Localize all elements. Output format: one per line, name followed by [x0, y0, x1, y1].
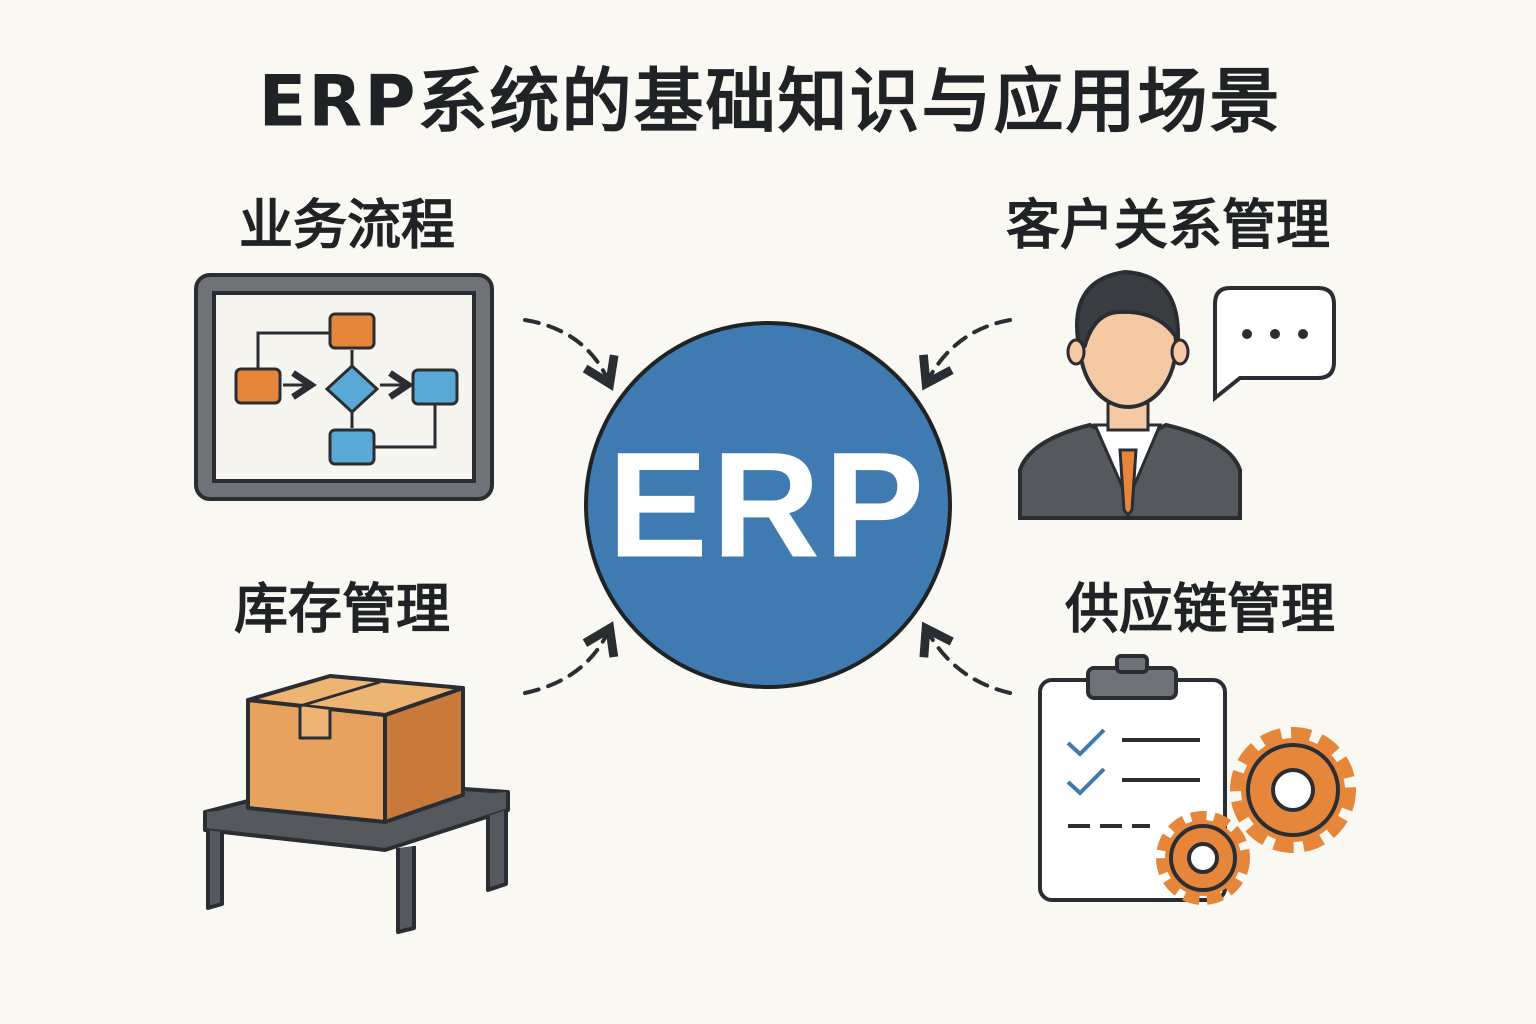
erp-circle [584, 321, 952, 689]
arrow-crm [919, 318, 1012, 391]
module-label-inventory: 库存管理 [234, 577, 450, 641]
businessman-chat-icon [1018, 269, 1336, 520]
gear-icon-small [1156, 811, 1250, 905]
checkmark-icon [1066, 728, 1106, 757]
checkmark-icon [1066, 767, 1106, 796]
connector-arrows [523, 318, 1012, 695]
arrow-inventory [523, 621, 619, 695]
erp-center-label: ERP [607, 420, 929, 589]
gear-icon-large [1230, 727, 1356, 853]
module-label-business-process: 业务流程 [239, 193, 455, 257]
flowchart-icon [194, 273, 494, 501]
speech-bubble-icon [1213, 286, 1336, 403]
arrow-supply-chain [919, 621, 1012, 695]
box-on-shelf-icon [203, 674, 510, 934]
clipboard-gears-icon [1038, 654, 1356, 905]
module-label-supply-chain: 供应链管理 [1065, 577, 1335, 641]
module-label-crm: 客户关系管理 [1006, 193, 1330, 257]
page-title: ERP系统的基础知识与应用场景 [258, 60, 1282, 143]
arrow-business-process [523, 318, 619, 391]
